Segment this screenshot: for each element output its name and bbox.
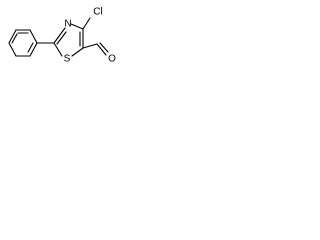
thiazole-n3-c4-bond <box>70 23 84 30</box>
chlorine-label: Cl <box>93 7 102 18</box>
substituent-bonds <box>82 17 109 56</box>
nitrogen-label: N <box>64 19 71 30</box>
background <box>0 0 127 78</box>
benzene-bond-5 <box>8 42 17 57</box>
thiazole-ring <box>53 23 84 57</box>
sulfur-label: S <box>64 54 71 65</box>
benzene-double-bond-2 <box>27 42 34 53</box>
aldehyde-c-o-bond <box>96 43 107 56</box>
thiazole-c2-n3-double <box>56 31 67 45</box>
oxygen-label: O <box>108 54 116 65</box>
benzene-bond-6 <box>8 29 17 44</box>
thiazole-s1-c2-bond <box>53 42 63 57</box>
aldehyde-c-o-double <box>99 42 109 53</box>
c5-aldehyde-bond <box>82 43 98 49</box>
structure-canvas: Cl N S O <box>0 0 127 78</box>
benzene-bond-3 <box>29 42 38 57</box>
benzene-ring <box>8 29 38 57</box>
thiazole-c5-s1-bond <box>71 47 84 57</box>
benzene-bond-2 <box>29 29 38 44</box>
chemical-structure-diagram: Cl N S O <box>0 0 127 78</box>
benzene-double-bond-3 <box>11 33 18 44</box>
thiazole-c2-n3-bond <box>53 27 66 44</box>
c4-cl-bond <box>82 17 91 30</box>
